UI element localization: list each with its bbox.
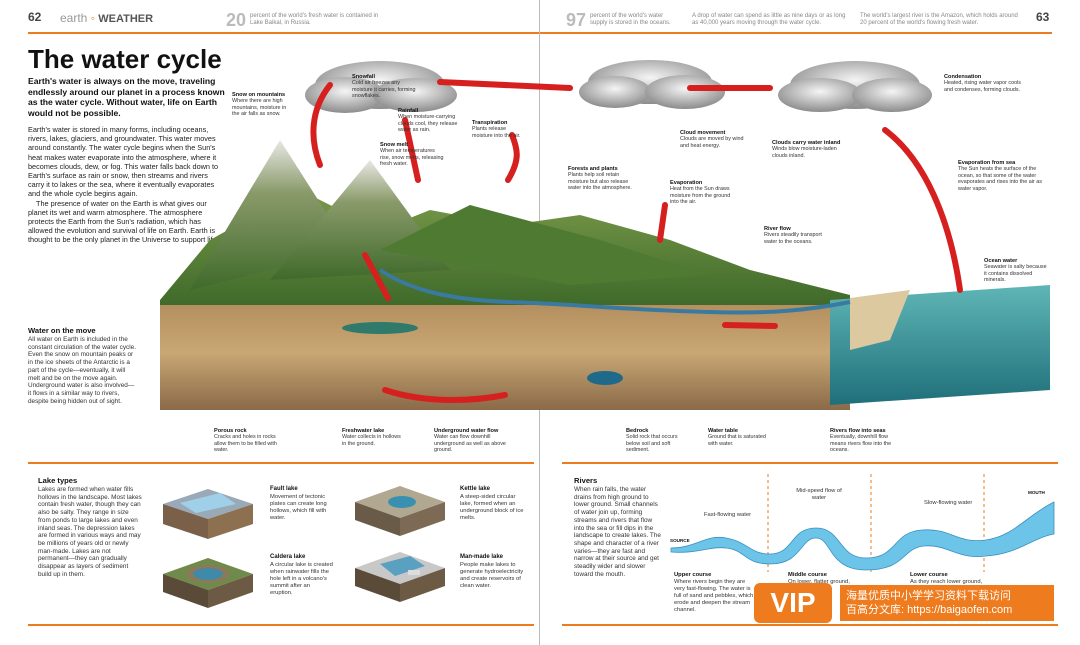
section-header: earth ◦ WEATHER [60,11,154,25]
vip-badge: VIP [754,583,832,623]
arrow-transpiration [505,132,520,183]
water-on-move-heading: Water on the move [28,326,96,335]
arrow-snowfall [310,82,333,168]
cloud-right [778,61,932,112]
fact-text-right: percent of the world's water supply is s… [590,13,671,26]
cloud-left [305,61,457,113]
water-on-move-text: All water on Earth is included in the co… [28,336,136,405]
lake-types-text: Lakes are formed when water fills hollow… [38,486,142,578]
arrow-evaporation [657,202,668,243]
arrow-evaporation-sea [882,127,963,293]
page-number-right: 63 [1036,10,1050,24]
upper-course-text: Where rivers begin they are very fast-fl… [674,579,754,613]
forest [380,205,710,285]
arrow-clouds-inland [437,79,573,91]
fact-number-left: 20 [226,10,247,30]
beach [850,290,910,350]
caldera-lake-image [163,558,253,608]
lake-types-heading: Lake types [38,476,78,485]
river-source-label: SOURCE [670,538,690,543]
fact-text-left: percent of the world's fresh water is co… [250,13,379,26]
kettle-lake-text: A steep-sided circular lake, formed when… [460,494,524,521]
arrow-snow-melt [362,252,391,301]
river-mouth-label: MOUTH [1028,490,1045,495]
watermark-line-2: 百高分文库: https://baigaofen.com [846,604,1013,616]
freshwater-lake [342,322,418,334]
fact-number-right: 97 [566,10,587,30]
man-made-lake-image [355,552,445,602]
intro-paragraph: Earth's water is always on the move, tra… [28,76,225,118]
fast-flow-label: Fast-flowing water [704,512,752,518]
watermark-text: 海量优质中小学学习资料下载访问 百高分文库: https://baigaofen… [840,585,1054,621]
man-made-lake-text: People make lakes to generate hydroelect… [460,562,524,589]
man-made-lake-name: Man-made lake [460,554,504,560]
lake-types-panel: Lake types Lakes are formed when water f… [28,462,534,626]
middle-course-text: On lower, flatter ground, [788,579,850,585]
fault-lake-image [163,489,253,539]
caldera-lake-text: A circular lake is created when rainwate… [270,562,333,596]
fault-lake-text: Movement of tectonic plates can create l… [270,494,327,521]
body-paragraph-1: Earth's water is stored in many forms, i… [28,125,219,199]
cloud-middle [579,60,725,109]
rivers-heading: Rivers [574,476,598,485]
watermark-line-1: 海量优质中小学学习资料下载访问 [846,590,1011,602]
lower-course-text: As they reach lower ground, [910,579,983,585]
fact-2: A drop of water can spend as little as n… [692,13,846,26]
soil-cross-section [160,295,850,410]
mid-flow-label: Mid-speed flow of water [796,488,842,501]
subsection-name: WEATHER [98,13,154,25]
river-course-diagram [670,474,1055,572]
kettle-lake-name: Kettle lake [460,486,491,492]
page-number-left: 62 [28,10,42,24]
fact-3: The world's largest river is the Amazon,… [860,13,1018,26]
arrow-river-flow [722,322,778,329]
kettle-lake-image [355,486,445,536]
fault-lake-name: Fault lake [270,486,298,492]
header-rule-left [28,32,540,34]
arrow-rainfall [402,117,421,183]
watermark: VIP 海量优质中小学学习资料下载访问 百高分文库: https://baiga… [754,583,1054,623]
page-title: The water cycle [28,44,222,74]
cycle-arrows [310,79,963,403]
section-name: earth [60,11,88,25]
slow-flow-label: Slow-flowing water [924,500,973,506]
header-rule-right [540,32,1052,34]
rivers-text: When rain falls, the water drains from h… [574,486,661,578]
middle-course-heading: Middle course [788,572,827,578]
caldera-lake-name: Caldera lake [270,554,306,560]
body-paragraph-2: The presence of water on the Earth is wh… [28,198,219,245]
underground-lake [587,371,623,385]
upper-course-heading: Upper course [674,572,712,578]
water-cycle-illustration [160,60,1050,410]
body-text: Earth's water is stored in many forms, i… [28,125,223,245]
arrow-underground-flow [382,387,508,403]
river [378,268,851,315]
lower-course-heading: Lower course [910,572,948,578]
